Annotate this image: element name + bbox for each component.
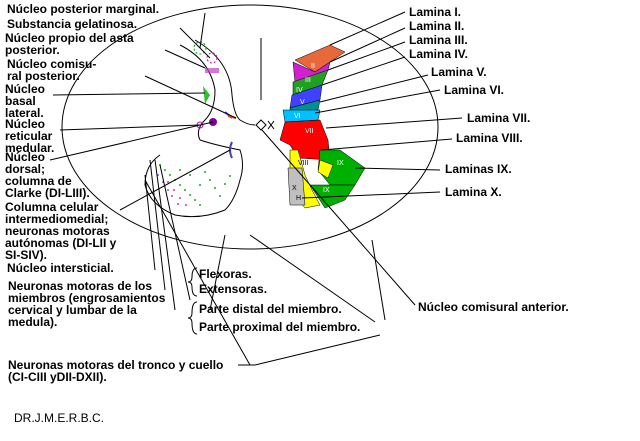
inner-l7: VII	[305, 128, 314, 135]
label-nucleo-posterior-marginal: Núcleo posterior marginal.	[7, 2, 160, 16]
label-neuronas-miembros: Neuronas motoras de los miembros (engros…	[8, 279, 166, 329]
inner-l8: VIII	[298, 160, 309, 167]
inner-l9a: IX	[337, 160, 344, 167]
label-nucleo-reticular-medular: Núcleo reticular medular.	[5, 117, 55, 155]
inner-l3: III	[305, 77, 311, 84]
label-nucleo-dorsal: Núcleo dorsal; columna de Clarke (DI-LII…	[5, 150, 90, 200]
right-laminae	[279, 44, 366, 209]
label-lamina-2: Lamina II.	[409, 19, 465, 33]
label-columna-celular: Columna celular intermediomedial; neuron…	[5, 200, 117, 262]
inner-l5: V	[300, 99, 305, 106]
left-dorsal-horn-outline	[194, 39, 256, 126]
inner-l2: II	[311, 63, 315, 70]
cord-outline	[61, 4, 439, 250]
label-extensoras: Extensoras.	[199, 282, 268, 296]
label-lamina-7: Lamina VII.	[467, 111, 531, 125]
label-lamina-1: Lamina I.	[409, 5, 462, 19]
label-parte-proximal: Parte proximal del miembro.	[199, 320, 361, 334]
label-neuronas-tronco: Neuronas motoras del tronco y cuello (CI…	[8, 358, 224, 384]
label-lamina-10: Lamina X.	[445, 185, 502, 199]
inner-l4: IV	[296, 87, 303, 94]
label-parte-distal: Parte distal del miembro.	[199, 302, 342, 316]
label-nucleo-basal-lateral: Núcleo basal lateral.	[5, 82, 46, 120]
lamina-1-region	[294, 44, 346, 73]
inner-l9b: IX	[323, 187, 330, 194]
label-lamina-3: Lamina III.	[409, 33, 468, 47]
label-nucleo-intersticial: Núcleo intersticial.	[7, 261, 114, 275]
lamina-2-region	[292, 61, 331, 83]
label-lamina-5: Lamina V.	[431, 65, 487, 79]
lamina-10-region	[287, 167, 306, 206]
left-ventral-horn-outline	[144, 139, 243, 218]
author-credit: DR.J.M.E.R.B.C.	[14, 411, 105, 425]
label-lamina-4: Lamina IV.	[409, 47, 468, 61]
bracket-distal-proximal	[187, 301, 198, 335]
label-laminas-9: Laminas IX.	[445, 162, 512, 176]
lamina-7-region	[279, 119, 331, 161]
inner-l6: VI	[294, 113, 301, 120]
bracket-flex-ext	[187, 267, 198, 297]
label-nucleo-comisural-posterior: Núcleo comisu- ral posterior.	[7, 57, 97, 83]
central-canal	[255, 119, 275, 131]
leader-lines	[49, 11, 463, 366]
label-lamina-6: Lamina VI.	[444, 83, 505, 97]
label-substancia-gelatinosa: Substancia gelatinosa.	[7, 17, 138, 31]
label-nucleo-propio: Núcleo propio del asta posterior.	[5, 31, 134, 57]
label-nucleo-comisural-anterior: Núcleo comisural anterior.	[418, 300, 569, 314]
label-lamina-8: Lamina VIII.	[456, 131, 523, 145]
label-flexoras: Flexoras.	[199, 267, 252, 281]
inner-l10x: X	[292, 185, 297, 192]
lamina-9-region-c	[317, 159, 334, 179]
inner-l10h: H	[296, 195, 301, 202]
left-nucleus-dots	[157, 41, 237, 206]
inner-numerals: II III IV V VI VII VIII IX IX X H	[292, 63, 344, 202]
